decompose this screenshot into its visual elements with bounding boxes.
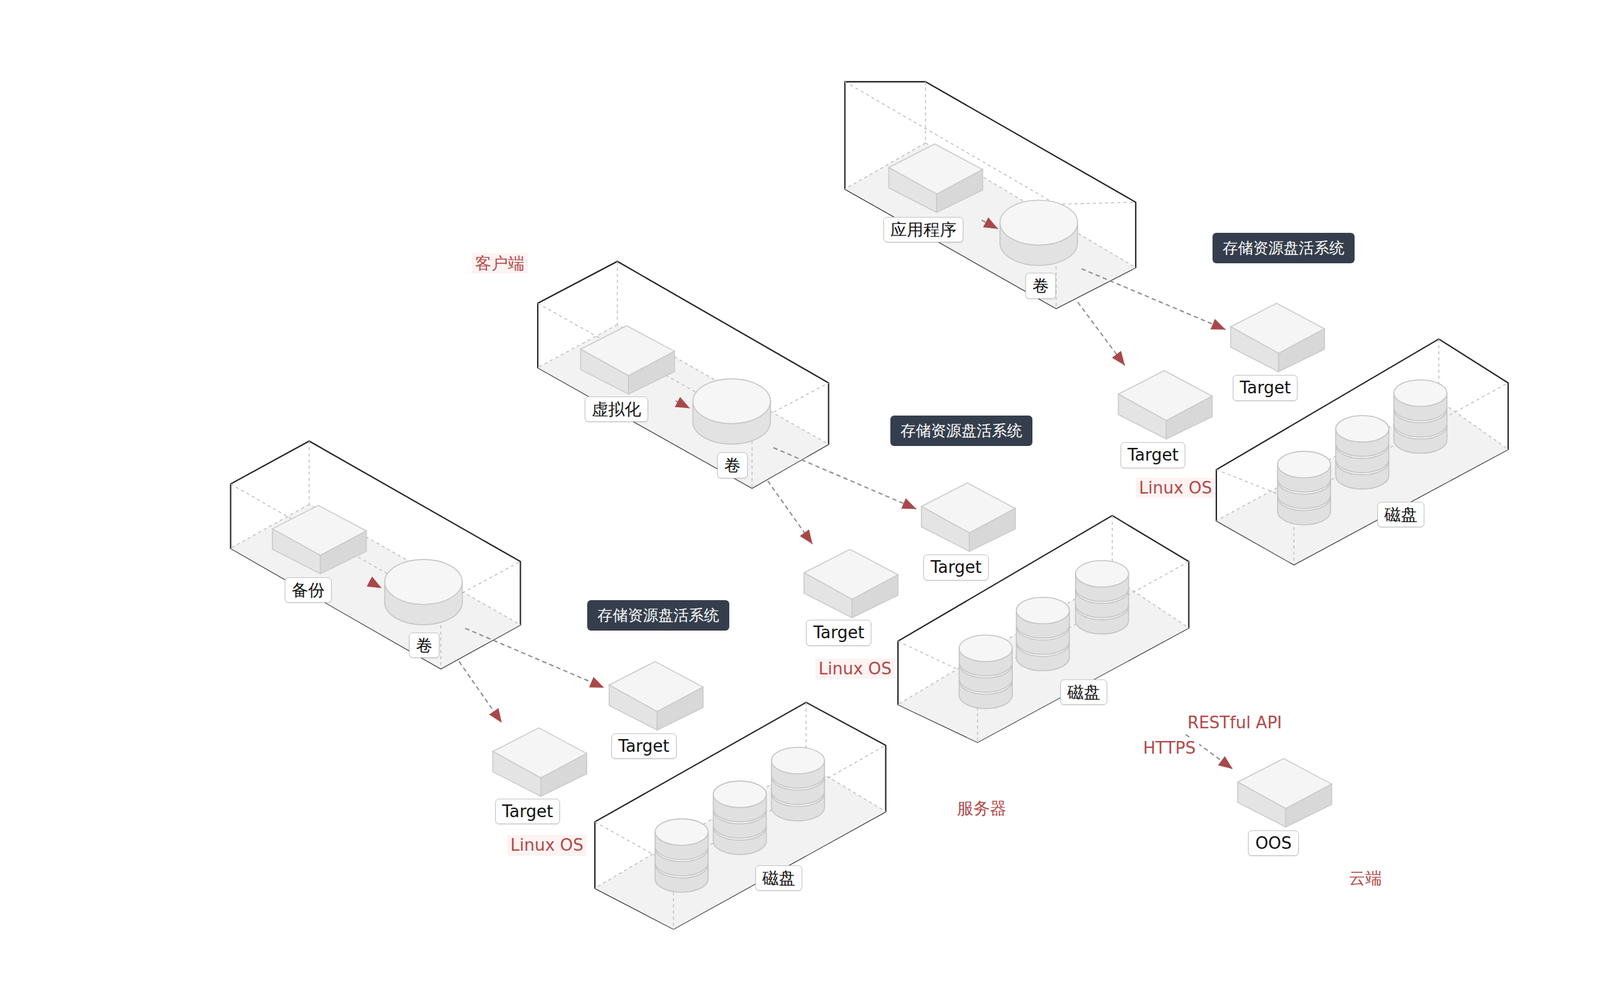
node-label: Target	[1232, 374, 1298, 401]
component-node: 备份	[267, 502, 370, 607]
zone-shape	[20, 48, 1238, 758]
connector	[369, 581, 382, 588]
zone-region: 客户端应用程序卷虚拟化卷备份卷	[20, 48, 1238, 758]
component-node: 磁盘	[1216, 338, 1510, 566]
zone-label: Linux OS	[507, 834, 587, 856]
node-label: 磁盘	[755, 865, 803, 892]
zone-outline	[372, 637, 960, 954]
zone-shape	[372, 637, 957, 952]
system-tag: 存储资源盘活系统	[587, 599, 730, 631]
node-label: 卷	[409, 632, 440, 659]
node-label: 备份	[284, 577, 332, 604]
zone-label: 客户端	[471, 253, 528, 274]
node-label: Target	[611, 733, 677, 760]
node-label: OOS	[1248, 830, 1299, 857]
connector	[675, 400, 690, 409]
edge-label: RESTful API	[1183, 712, 1285, 734]
component-node: 卷	[689, 378, 774, 481]
node-label: Target	[806, 619, 871, 646]
node-label: 磁盘	[1060, 679, 1108, 706]
node-label: 应用程序	[883, 216, 964, 243]
component-node: 卷	[998, 199, 1082, 302]
zone-region: 存储资源盘活系统Linux OSTargetTarget磁盘	[372, 637, 957, 952]
zone-label: Linux OS	[815, 658, 895, 680]
zone-shape	[995, 273, 1580, 590]
node-label: Target	[495, 798, 560, 825]
node-label: Target	[1120, 442, 1186, 469]
zone-region: 存储资源盘活系统Linux OSTargetTarget磁盘	[995, 273, 1580, 590]
system-tag: 存储资源盘活系统	[890, 415, 1033, 446]
connector	[981, 220, 999, 229]
component-node: Target	[799, 544, 902, 651]
node-label: 磁盘	[1377, 501, 1425, 528]
component-node: 虚拟化	[573, 322, 676, 427]
zone-outline	[1097, 653, 1391, 883]
component-node: 磁盘	[897, 515, 1186, 742]
component-node: Target	[1112, 365, 1216, 472]
component-node: 应用程序	[879, 140, 982, 245]
node-label: 虚拟化	[584, 396, 649, 423]
component-node: OOS	[1232, 752, 1335, 859]
component-node: Target	[916, 477, 1019, 584]
connector	[1077, 301, 1125, 366]
node-label: 卷	[717, 452, 748, 479]
zone-label: Linux OS	[1135, 477, 1216, 499]
component-node: Target	[604, 656, 707, 763]
component-node: Target	[487, 722, 590, 829]
zone-shape	[1097, 653, 1389, 880]
zone-region: 云端OOS	[1097, 653, 1389, 880]
component-node: Target	[1225, 298, 1328, 404]
zone-label: 云端	[1345, 867, 1386, 889]
node-label: 卷	[1025, 272, 1056, 299]
connector	[773, 447, 917, 509]
connector	[465, 627, 605, 688]
component-node: 卷	[381, 559, 466, 662]
connector	[459, 661, 502, 723]
node-label: Target	[923, 554, 989, 581]
annotation-label: HTTPS	[1139, 737, 1199, 759]
annotation-label: 服务器	[953, 797, 1010, 819]
zone-outline	[995, 273, 1583, 593]
system-tag: 存储资源盘活系统	[1212, 232, 1355, 264]
connector	[1081, 268, 1226, 330]
connector	[767, 480, 813, 545]
